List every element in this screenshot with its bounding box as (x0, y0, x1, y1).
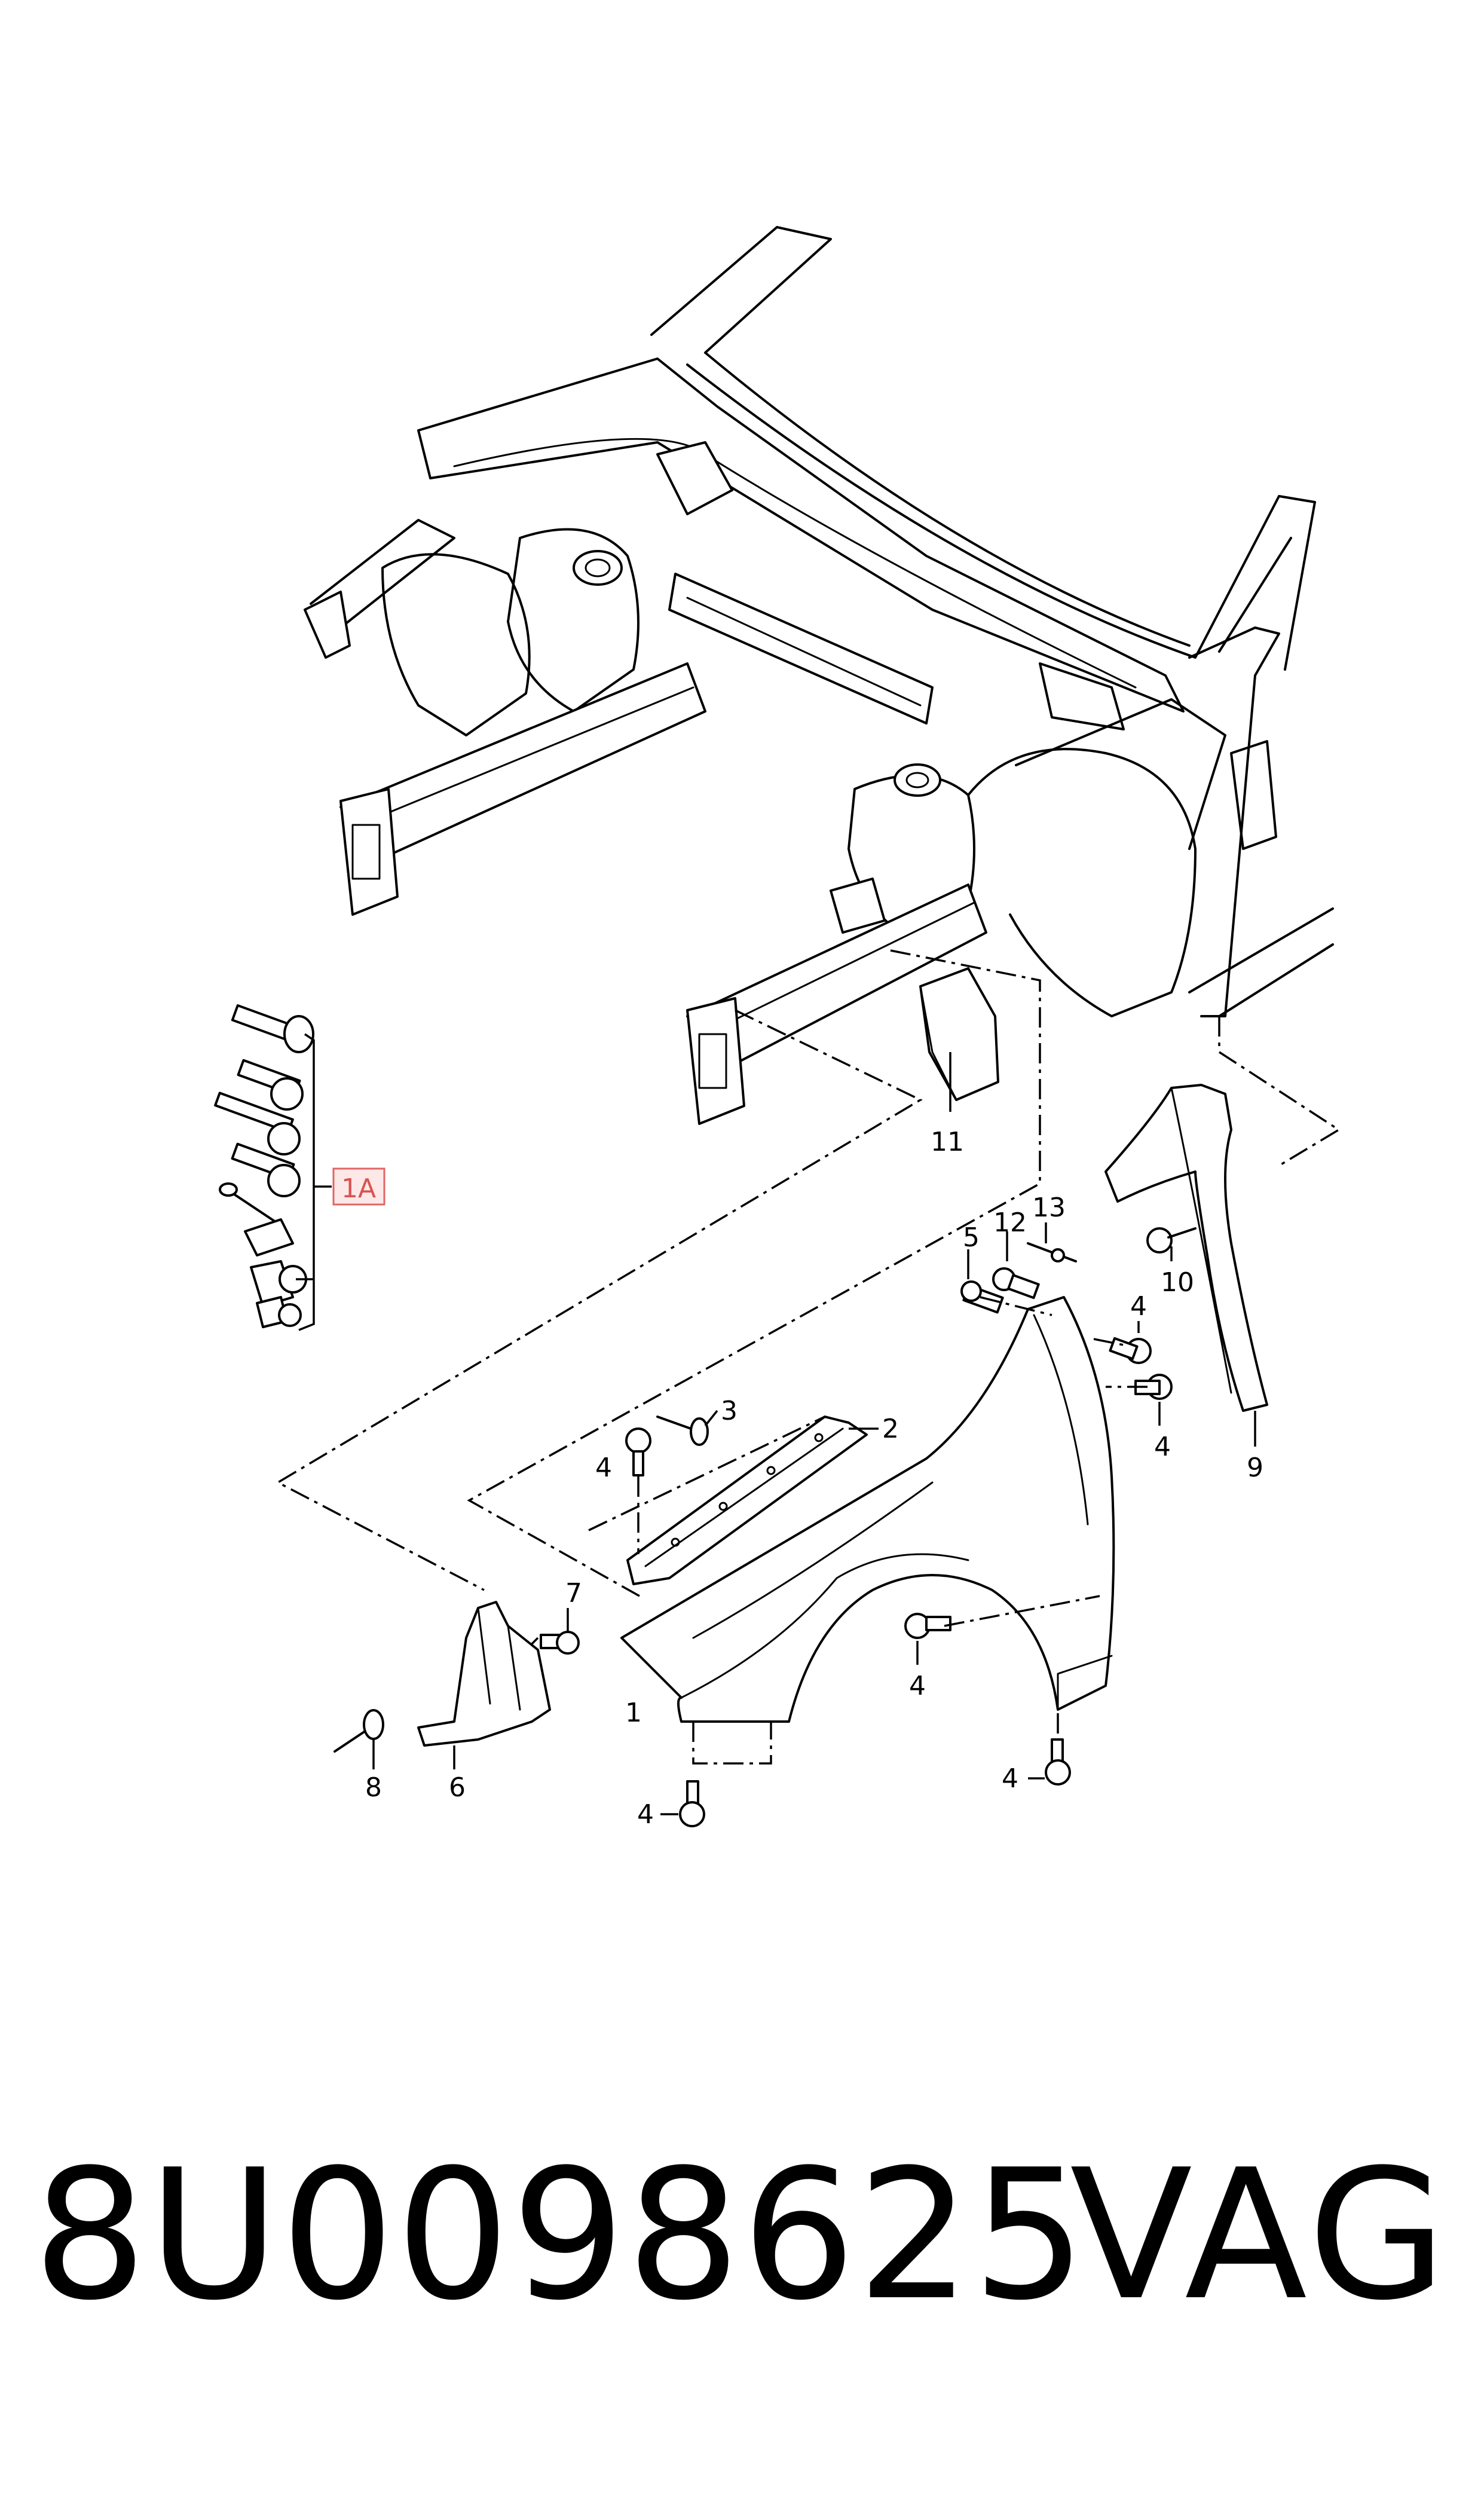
callout-8: 8 (365, 1772, 382, 1803)
part-9-liner-strip (1104, 1084, 1268, 1447)
callout-12: 12 (993, 1207, 1027, 1238)
part-6-bracket (417, 1601, 551, 1769)
callout-6: 6 (449, 1772, 466, 1803)
callout-4-mid-right: 4 (1154, 1432, 1171, 1462)
part-number: 8U0098625 (33, 2131, 1088, 2340)
part-1a-hardware-kit (214, 1004, 332, 1331)
callout-labels: 11 1A 13 12 5 10 4 4 9 3 2 4 7 4 1 8 6 4… (341, 1127, 1263, 1830)
callout-4-bottom-left: 4 (637, 1799, 654, 1830)
callout-7: 7 (565, 1578, 582, 1609)
callout-5: 5 (963, 1222, 980, 1253)
callout-2: 2 (882, 1414, 899, 1444)
callout-1a: 1A (341, 1173, 376, 1204)
callout-4-fender: 4 (909, 1671, 926, 1701)
brand-name: VAG (1070, 2131, 1451, 2340)
callout-4-rail: 4 (595, 1453, 612, 1483)
callout-1a-box (332, 1167, 385, 1206)
callout-11: 11 (931, 1127, 964, 1157)
callout-9: 9 (1247, 1453, 1263, 1483)
callout-13: 13 (1032, 1193, 1066, 1223)
part-1-fender (620, 1296, 1115, 1723)
part-11-block (919, 967, 999, 1112)
callout-4-upper-right: 4 (1130, 1291, 1147, 1322)
callout-3: 3 (721, 1396, 738, 1426)
fasteners (333, 1222, 1197, 1827)
assembly-lines (276, 949, 1341, 1765)
front-body-structure (304, 226, 1334, 1125)
callout-1: 1 (625, 1698, 642, 1728)
callout-4-bottom-right: 4 (1002, 1763, 1018, 1794)
callout-10: 10 (1161, 1267, 1194, 1298)
